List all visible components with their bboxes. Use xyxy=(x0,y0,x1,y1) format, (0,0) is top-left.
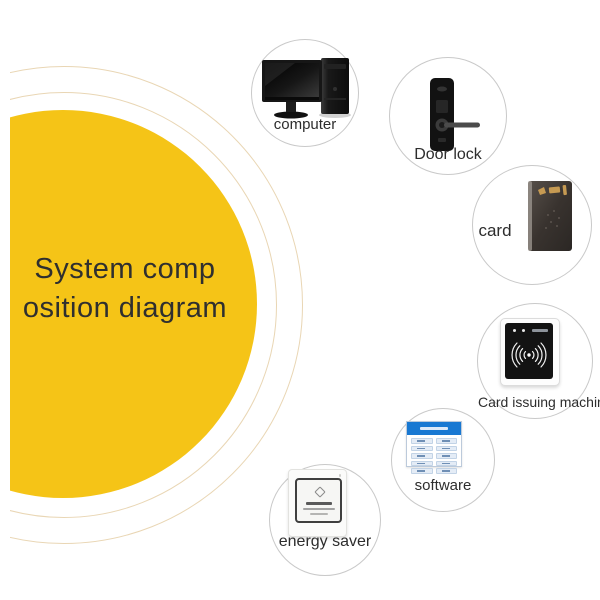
title-line-2: osition diagram xyxy=(22,292,228,324)
node-computer: computer xyxy=(251,39,359,147)
door-lock-icon xyxy=(427,76,487,159)
node-label-card: card xyxy=(478,221,512,240)
model-text-mark xyxy=(532,329,548,332)
node-label-door-lock: Door lock xyxy=(414,146,482,163)
software-window-icon xyxy=(406,421,462,474)
window-body xyxy=(407,435,461,477)
node-door-lock: Door lock xyxy=(389,57,507,175)
ui-row xyxy=(411,453,433,459)
title-line-1: System comp xyxy=(34,253,216,285)
diagram-title: System comp osition diagram xyxy=(10,250,285,328)
energy-saver-switch-icon xyxy=(288,469,347,537)
titlebar-text-mark xyxy=(420,427,448,430)
window-titlebar xyxy=(407,422,461,435)
switch-text-mark xyxy=(310,512,328,515)
card-issuing-machine-icon xyxy=(500,318,560,386)
node-card: card xyxy=(472,165,592,285)
ui-row xyxy=(411,445,433,451)
ui-row xyxy=(411,468,433,474)
node-label-software: software xyxy=(414,477,472,494)
led-indicator xyxy=(513,329,516,332)
reader-face xyxy=(505,323,553,379)
radio-wave-icon xyxy=(511,342,547,368)
desktop-computer-icon xyxy=(261,56,353,125)
switch-text-mark xyxy=(303,508,335,510)
switch-text-mark xyxy=(306,502,332,505)
node-label-energy-saver: energy saver xyxy=(278,533,372,550)
node-label-computer: computer xyxy=(273,116,337,133)
card-slot-frame xyxy=(295,478,342,523)
screw-dot xyxy=(338,474,341,477)
ui-row xyxy=(435,460,457,466)
ui-row xyxy=(411,460,433,466)
node-energy-saver: energy saver xyxy=(269,464,381,576)
ui-row xyxy=(435,438,457,444)
flower-mark-icon xyxy=(314,486,326,498)
led-indicator xyxy=(522,329,525,332)
keycard-icon xyxy=(528,181,572,256)
node-label-card-issuing-machine: Card issuing machine xyxy=(478,394,600,410)
node-software: software xyxy=(391,408,495,512)
ui-row xyxy=(411,438,433,444)
ui-row xyxy=(435,445,457,451)
ui-row xyxy=(435,468,457,474)
ui-row xyxy=(435,453,457,459)
node-card-issuing-machine: Card issuing machine xyxy=(477,303,600,419)
hero-clip-region: System comp osition diagram xyxy=(10,0,600,600)
